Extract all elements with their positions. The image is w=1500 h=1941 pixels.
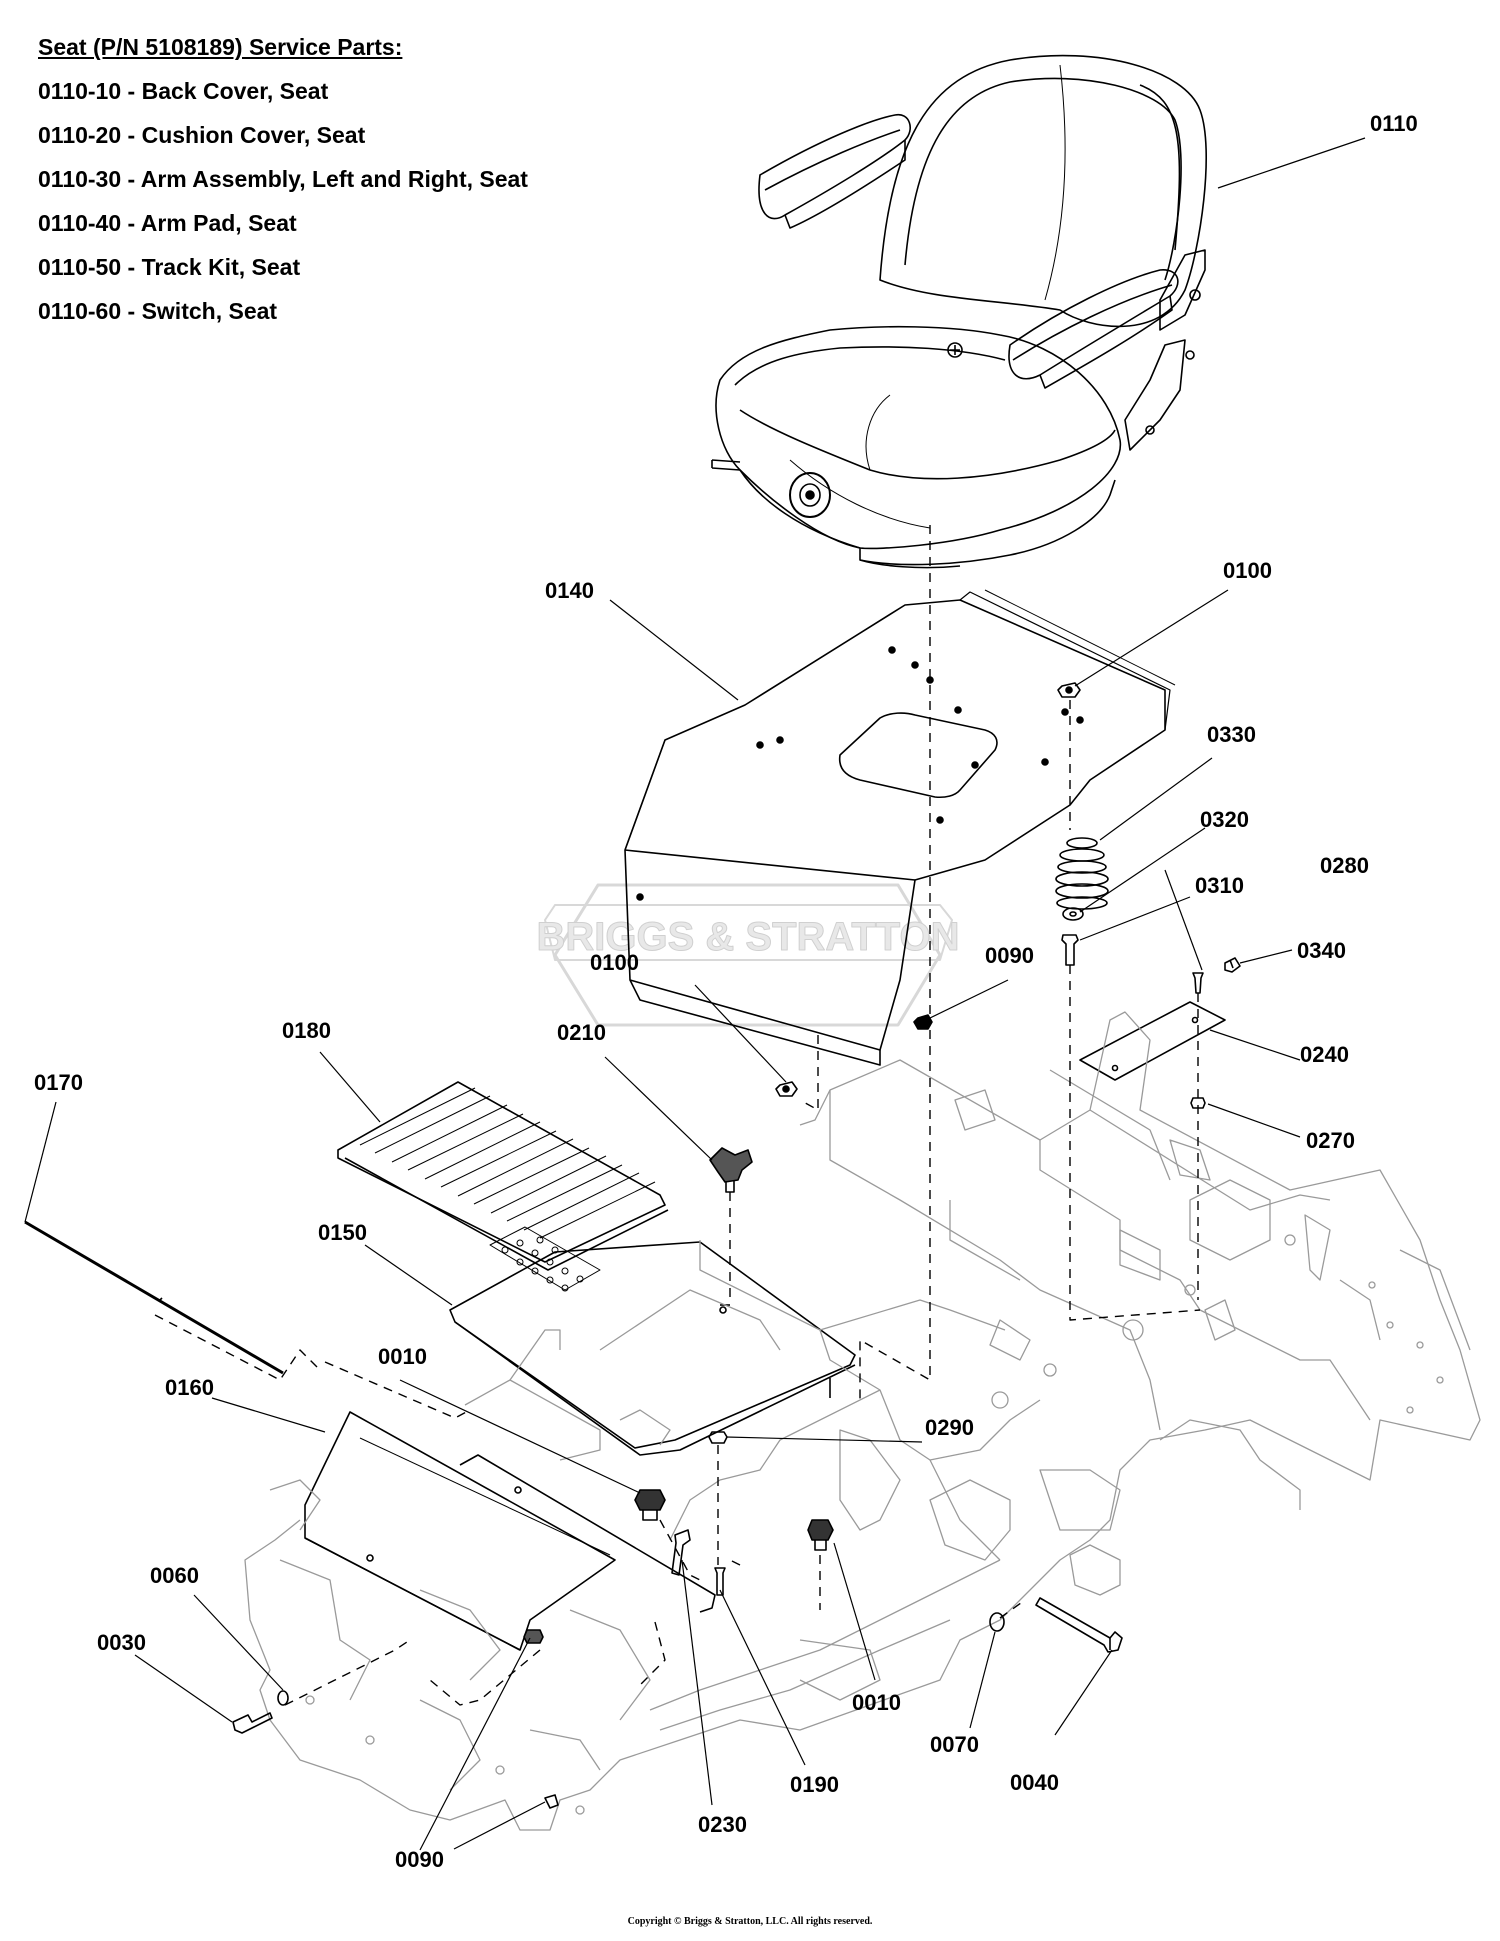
knob-0210 <box>709 1147 753 1193</box>
nut-0270 <box>1190 1097 1206 1109</box>
callout-0060: 0060 <box>150 1563 199 1588</box>
callout-0090: 0090 <box>985 943 1034 968</box>
callout-0310: 0310 <box>1195 873 1244 898</box>
service-part-line: 0110-20 - Cushion Cover, Seat <box>38 122 366 148</box>
washer-0060 <box>277 1690 289 1706</box>
callout-0070: 0070 <box>930 1732 979 1757</box>
service-part-line: 0110-40 - Arm Pad, Seat <box>38 210 297 236</box>
spring-0330 <box>1055 837 1109 910</box>
callout-0320: 0320 <box>1200 807 1249 832</box>
floor-mat-0180 <box>337 1081 669 1271</box>
bolt-0310 <box>1061 934 1079 966</box>
copyright-notice: Copyright © Briggs & Stratton, LLC. All … <box>627 1916 873 1927</box>
watermark-text: BRIGGS & STRATTON <box>537 915 960 959</box>
nut-0090-lower <box>523 1629 544 1644</box>
nut-0100 <box>1057 682 1081 698</box>
foot-pad-grid <box>489 1226 601 1292</box>
callout-0090-lower: 0090 <box>395 1847 444 1872</box>
service-parts-list: Seat (P/N 5108189) Service Parts: 0110-1… <box>38 32 578 340</box>
callout-0170: 0170 <box>34 1070 83 1095</box>
callout-0140: 0140 <box>545 578 594 603</box>
briggs-stratton-watermark: BRIGGS & STRATTON <box>536 883 960 1027</box>
callout-0040: 0040 <box>1010 1770 1059 1795</box>
callout-0270: 0270 <box>1306 1128 1355 1153</box>
washer-0320 <box>1062 907 1084 921</box>
clip-0340 <box>1224 957 1241 973</box>
callout-leaders <box>24 137 1366 1851</box>
callout-0030: 0030 <box>97 1630 146 1655</box>
callout-0100: 0100 <box>1223 558 1272 583</box>
alignment-dashes <box>154 525 1201 1706</box>
bolt-0230 <box>671 1529 691 1576</box>
callout-0180: 0180 <box>282 1018 331 1043</box>
bolt-0040 <box>1035 1597 1123 1653</box>
service-parts-title: Seat (P/N 5108189) Service Parts: <box>38 34 403 60</box>
service-part-line: 0110-60 - Switch, Seat <box>38 298 278 324</box>
isolator-0010 <box>634 1489 834 1551</box>
floor-plate-0150 <box>449 1241 856 1456</box>
callout-0110: 0110 <box>1370 111 1418 136</box>
callout-0330: 0330 <box>1207 722 1256 747</box>
nut-0290 <box>708 1431 728 1444</box>
callout-0230: 0230 <box>698 1812 747 1837</box>
callout-0210: 0210 <box>557 1020 606 1045</box>
callout-0150: 0150 <box>318 1220 367 1245</box>
callout-0290: 0290 <box>925 1415 974 1440</box>
seat-assembly <box>711 54 1208 569</box>
callout-labels: 0110 0140 0100 0330 0320 0310 0280 0090 … <box>34 111 1418 1872</box>
cover-plate-0240 <box>1079 1001 1226 1081</box>
seat-pan-0140 <box>624 589 1176 1066</box>
service-part-line: 0110-10 - Back Cover, Seat <box>38 78 329 104</box>
callout-0010-right: 0010 <box>852 1690 901 1715</box>
rod-0170 <box>24 1220 284 1375</box>
callout-0280: 0280 <box>1320 853 1369 878</box>
callout-0240: 0240 <box>1300 1042 1349 1067</box>
bolt-0030 <box>232 1712 273 1734</box>
callout-0100-lower: 0100 <box>590 950 639 975</box>
callout-0190: 0190 <box>790 1772 839 1797</box>
mower-frame <box>244 1011 1481 1831</box>
callout-0160: 0160 <box>165 1375 214 1400</box>
panel-0160 <box>304 1411 716 1651</box>
callout-0010: 0010 <box>378 1344 427 1369</box>
nut-0100-lower <box>775 1081 798 1097</box>
screw-0280 <box>1192 972 1204 994</box>
nut-0090 <box>913 1014 933 1030</box>
washer-0070 <box>989 1612 1005 1632</box>
service-part-line: 0110-30 - Arm Assembly, Left and Right, … <box>38 166 528 192</box>
clip-0090-bottom <box>544 1794 559 1809</box>
callout-0340: 0340 <box>1297 938 1346 963</box>
service-part-line: 0110-50 - Track Kit, Seat <box>38 254 301 280</box>
